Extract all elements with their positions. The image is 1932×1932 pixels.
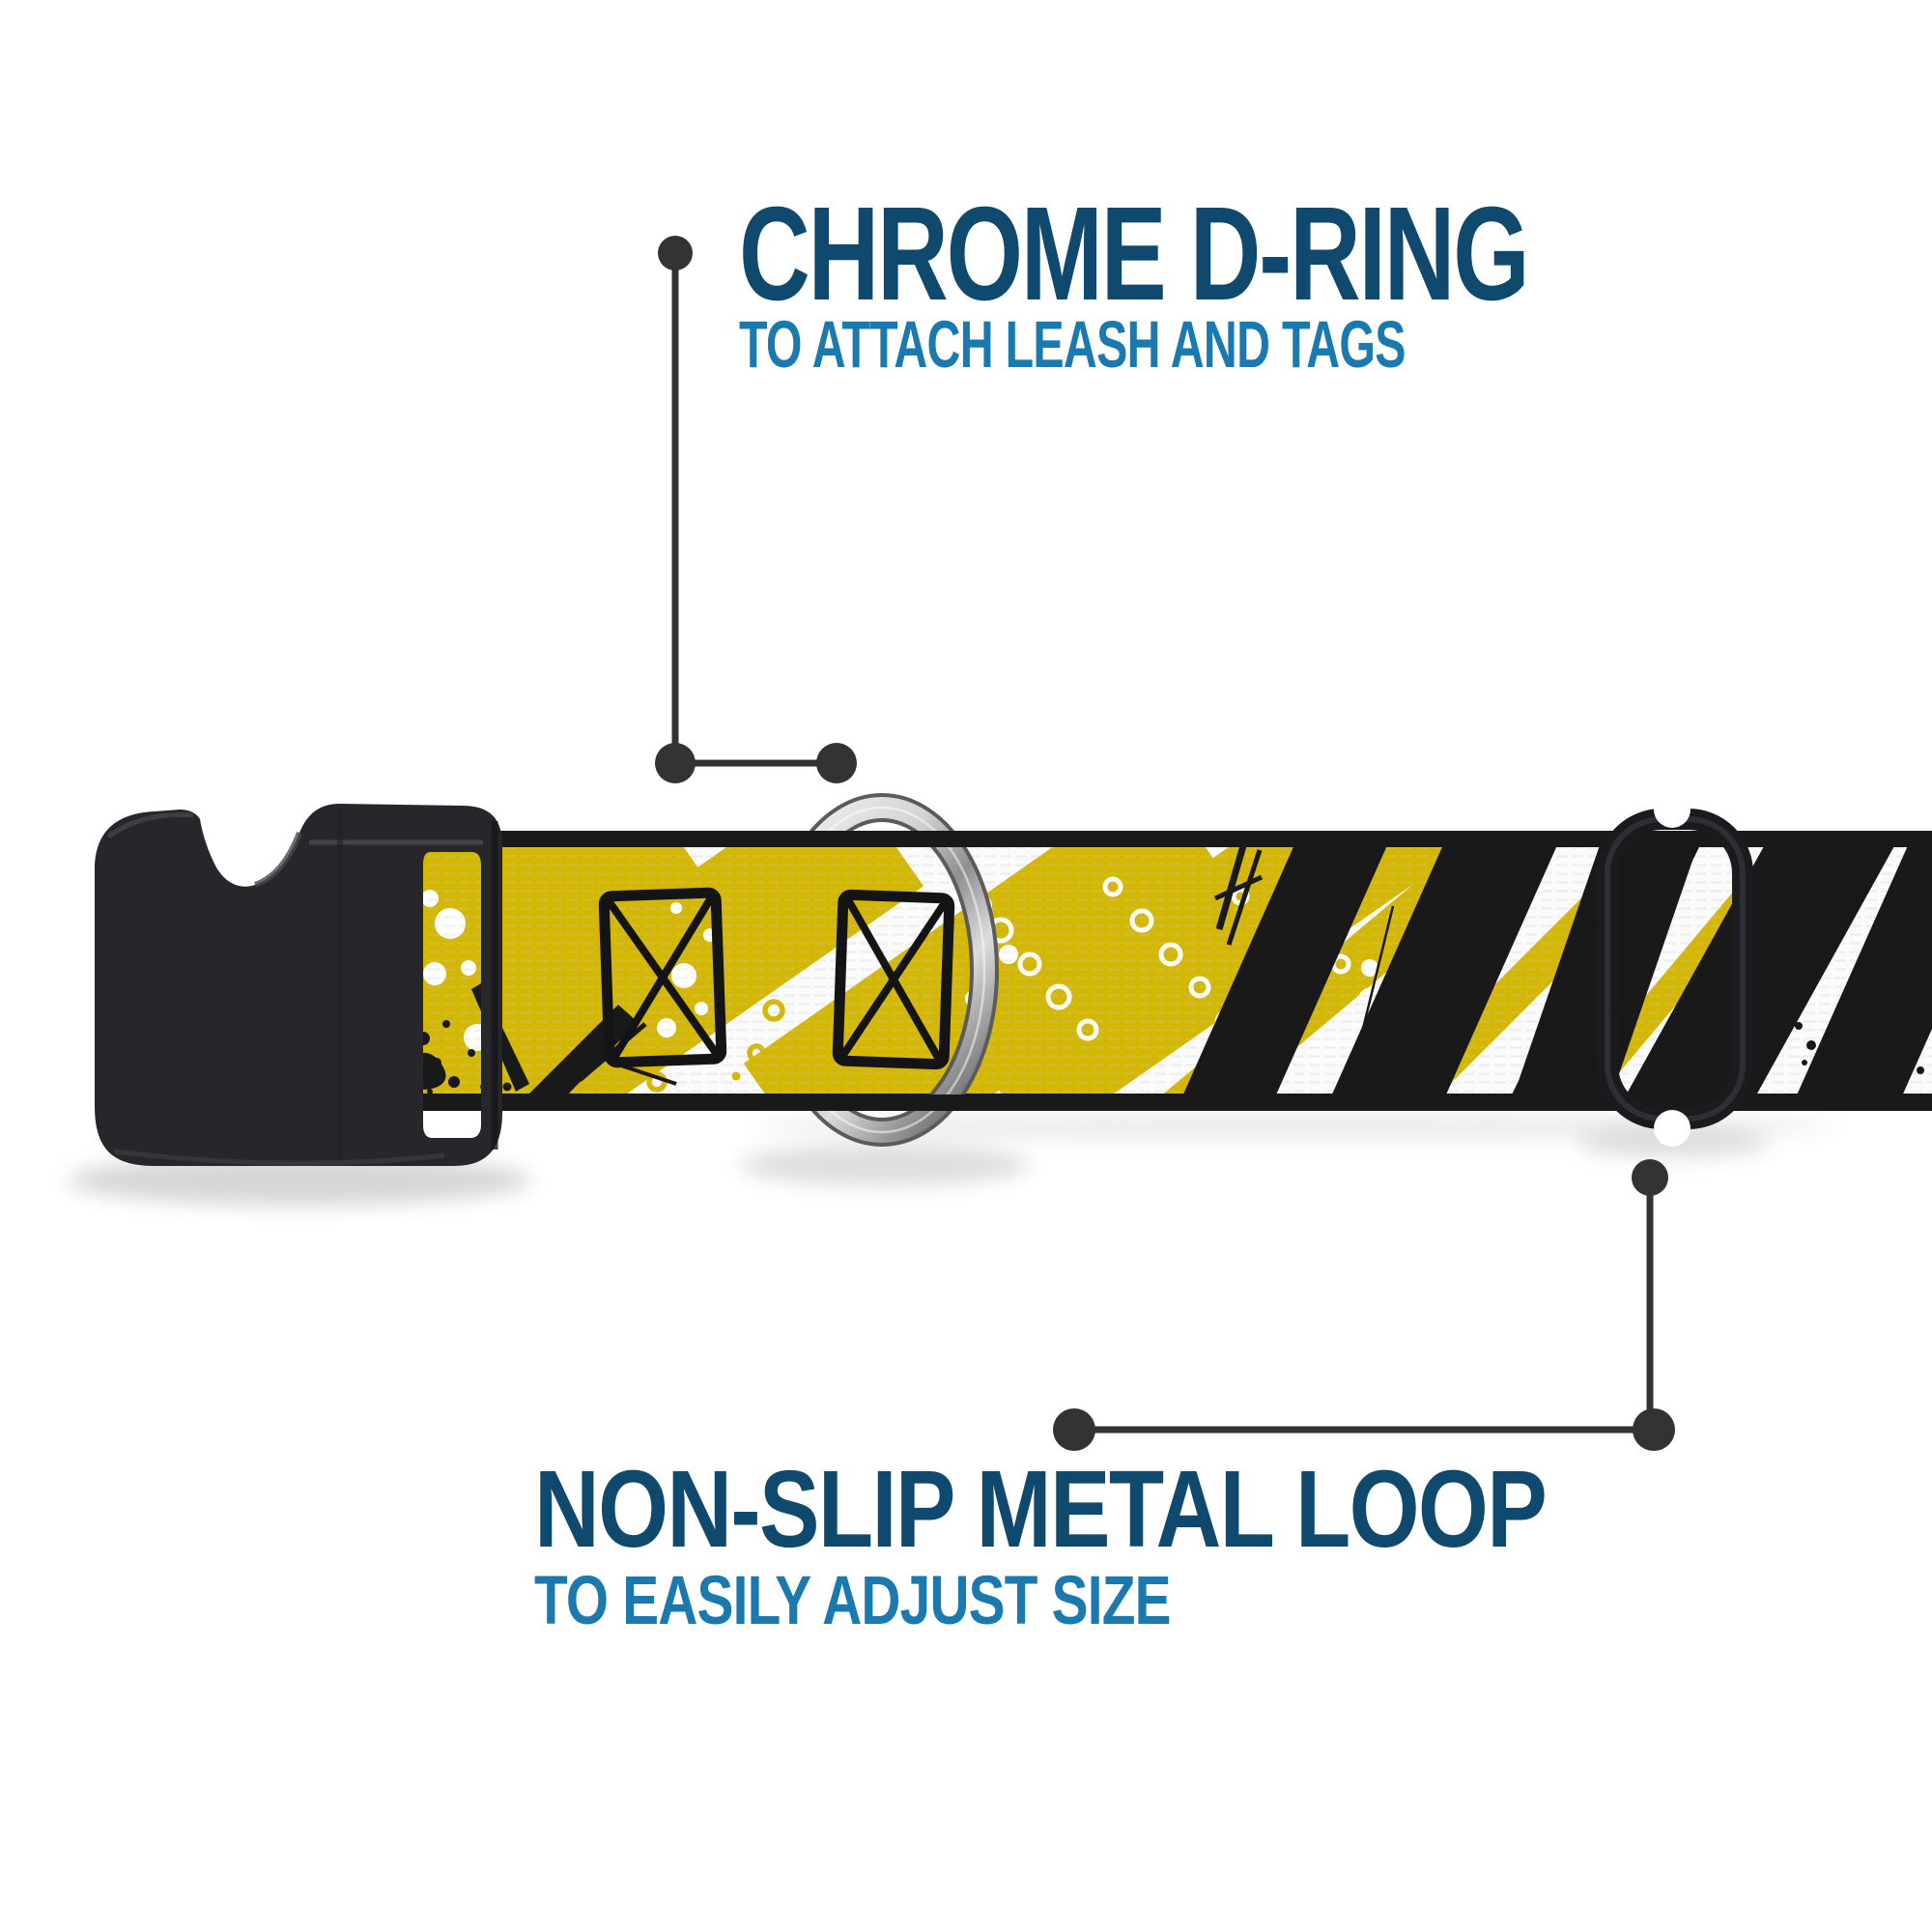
loop-callout-dot-label (1053, 1408, 1095, 1451)
loop-callout-dot-corner (1633, 1408, 1675, 1451)
loop-callout-dot-part (1632, 1159, 1668, 1196)
black-grunge (406, 831, 1932, 1111)
collar-strap (406, 831, 1932, 1111)
dring-callout-dot-corner (655, 743, 696, 783)
dring-callout-dot-part (816, 743, 857, 783)
dring-title: CHROME D-RING (739, 180, 1530, 328)
crossed-box-2 (832, 889, 955, 1070)
dring-callout-connector (655, 236, 857, 783)
crossed-box-1 (598, 887, 727, 1068)
loop-subtitle: TO EASILY ADJUST SIZE (534, 1563, 1171, 1639)
loop-title: NON-SLIP METAL LOOP (534, 1448, 1548, 1570)
chrome-d-ring-front (928, 847, 999, 1094)
loop-callout-connector (1053, 1159, 1675, 1451)
buckle (95, 804, 502, 1166)
loop-bottom-notch (1654, 1110, 1690, 1147)
dring-subtitle: TO ATTACH LEASH AND TAGS (739, 307, 1406, 382)
metal-loop (1597, 791, 1753, 1147)
loop-top-notch (1654, 791, 1690, 828)
dring-callout-dot-label (658, 236, 693, 270)
